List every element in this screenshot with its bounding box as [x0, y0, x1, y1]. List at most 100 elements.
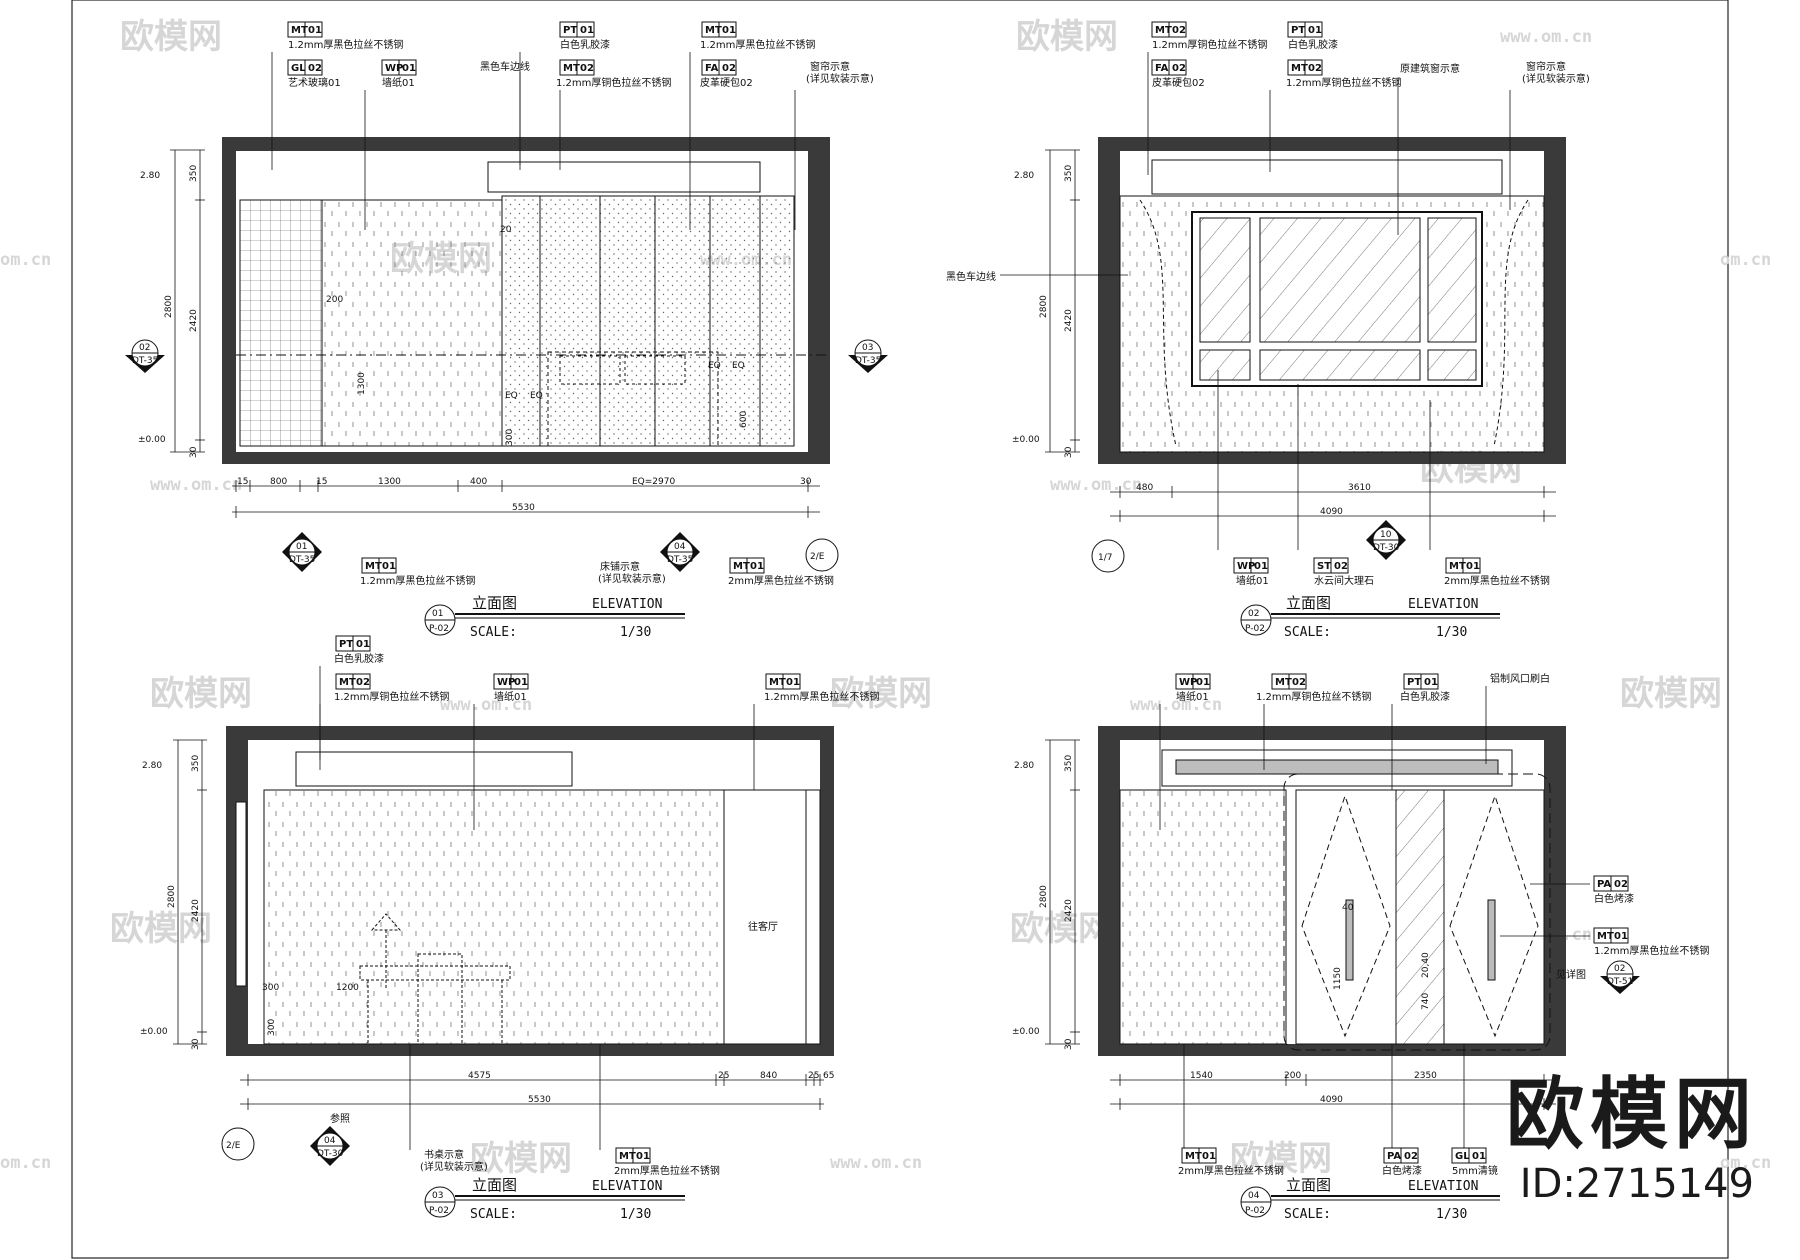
- elev01-right-wall: [808, 137, 830, 464]
- tag-num: 01: [722, 25, 736, 36]
- watermark-brand: 欧模网: [470, 1139, 572, 1179]
- elev04-vent: [1175, 759, 1499, 775]
- title-cn: 立面图: [472, 1176, 517, 1194]
- elev02-note-mt02-b: 1.2mm厚铜色拉丝不锈钢: [1286, 76, 1401, 89]
- elev01-dim-800: 800: [270, 477, 287, 487]
- elev02-curtain-left: [1139, 199, 1177, 447]
- title-scale-value: 1/30: [1436, 1207, 1467, 1222]
- elev01-dim-v300: 300: [505, 429, 515, 446]
- elev01-dim-v200: 200: [326, 295, 343, 305]
- title-en: ELEVATION: [1408, 597, 1478, 612]
- title-sheet-ref: P-02: [429, 1206, 449, 1216]
- elev01-note-bed: 床铺示意: [600, 560, 640, 573]
- callout-ref: DT-30: [1373, 543, 1400, 553]
- elev04-handle-left: [1345, 899, 1354, 981]
- elev03-level-top: 2.80: [142, 761, 162, 771]
- elev03-dim-v1200: 1200: [336, 983, 359, 993]
- elev03-ceiling-slab: [226, 726, 834, 740]
- elev04-floor-slab: [1098, 1044, 1566, 1056]
- elev04-level-top: 2.80: [1014, 761, 1034, 771]
- elev02-dim-2800: 2800: [1039, 295, 1049, 318]
- elev01-glass-panel: [239, 199, 323, 447]
- watermark-brand: 欧模网: [830, 674, 932, 714]
- callout-ref: DT-30: [317, 1149, 344, 1159]
- tag-num: 01: [1614, 931, 1628, 942]
- elev04-note-vent: 铝制风口刷白: [1490, 672, 1550, 685]
- tag-num: 01: [750, 561, 764, 572]
- tag-num: 02: [580, 63, 594, 74]
- tag-num: 02: [308, 63, 322, 74]
- elev01-dim-eq-a: EQ: [708, 361, 721, 371]
- elev03-dim-4575: 4575: [468, 1071, 491, 1081]
- watermark-url: www.om.cn: [1130, 695, 1222, 715]
- elev02-ceiling-recess: [1151, 159, 1503, 195]
- elev01-note-mt01-c: 1.2mm厚黑色拉丝不锈钢: [360, 574, 475, 587]
- tag-num: 02: [1334, 561, 1348, 572]
- grid-label: 2/E: [810, 552, 825, 562]
- elev01-note-mt01-d: 2mm厚黑色拉丝不锈钢: [728, 574, 834, 587]
- watermark-brand: 欧模网: [1230, 1139, 1332, 1179]
- elev03-left-pilaster: [235, 801, 247, 987]
- tag-code: WP: [1237, 561, 1255, 572]
- elev02-note-wp01: 墙纸01: [1236, 574, 1269, 587]
- tag-code: MT: [1597, 931, 1614, 942]
- elev03-right-wall: [820, 726, 834, 1056]
- elev01-note-bed-sub: (详见软装示意): [598, 572, 666, 585]
- elev04-detail-outline: [1283, 773, 1551, 1051]
- elev04-dim-1540: 1540: [1190, 1071, 1213, 1081]
- elev01-note-wp01: 墙纸01: [382, 76, 415, 89]
- tag-code: ST: [1317, 561, 1331, 572]
- elev02-title-block: 02P-02 立面图 ELEVATION SCALE: 1/30: [1240, 594, 1500, 640]
- elev01-dim-eq: EQ=2970: [632, 477, 675, 487]
- tag-code: MT: [733, 561, 750, 572]
- elev01-dim-total: 5530: [512, 503, 535, 513]
- tag-num: 01: [1202, 1151, 1216, 1162]
- elev03-ceiling-recess: [295, 751, 573, 787]
- tag-code: MT: [769, 677, 786, 688]
- watermark-brand: 欧模网: [1620, 674, 1722, 714]
- elev02-floor-slab: [1098, 452, 1566, 464]
- tag-num: 02: [722, 63, 736, 74]
- tag-num: 02: [1172, 25, 1186, 36]
- title-scale-label: SCALE:: [1284, 625, 1331, 640]
- elev01-level-zero: ±0.00: [138, 435, 166, 445]
- elev02-note-st02: 水云间大理石: [1314, 574, 1374, 587]
- elev03-grid-marker: 2/E: [221, 1127, 255, 1161]
- elev01-note-black-edge: 黑色车边线: [480, 60, 530, 73]
- elev01-left-wall: [222, 137, 236, 464]
- elev03-dim-25: 25: [718, 1071, 729, 1081]
- elev01-dim-2420: 2420: [189, 309, 199, 332]
- callout-num: 10: [1380, 530, 1392, 540]
- elev03-note-mt02: 1.2mm厚铜色拉丝不锈钢: [334, 690, 449, 703]
- tag-code: PA: [1597, 879, 1611, 890]
- watermark-url-short: om.cn: [0, 1153, 51, 1173]
- watermark-url: www.om.cn: [830, 1153, 922, 1173]
- tag-num: 01: [382, 561, 396, 572]
- elev04-dim-30: 30: [1064, 1038, 1074, 1050]
- elev01-dim-30: 30: [800, 477, 812, 487]
- tag-num: 01: [1466, 561, 1480, 572]
- tag-code: WP: [385, 63, 403, 74]
- elev03-note-mt01-b: 2mm厚黑色拉丝不锈钢: [614, 1164, 720, 1177]
- elev01-note-curtain: 窗帘示意: [810, 60, 850, 73]
- watermark-brand: 欧模网: [120, 17, 222, 57]
- elev04-right-wall: [1544, 726, 1566, 1056]
- tag-code: MT: [1449, 561, 1466, 572]
- elev02-note-mt02-a: 1.2mm厚铜色拉丝不锈钢: [1152, 38, 1267, 51]
- elev01-dim-v600: 600: [739, 411, 749, 428]
